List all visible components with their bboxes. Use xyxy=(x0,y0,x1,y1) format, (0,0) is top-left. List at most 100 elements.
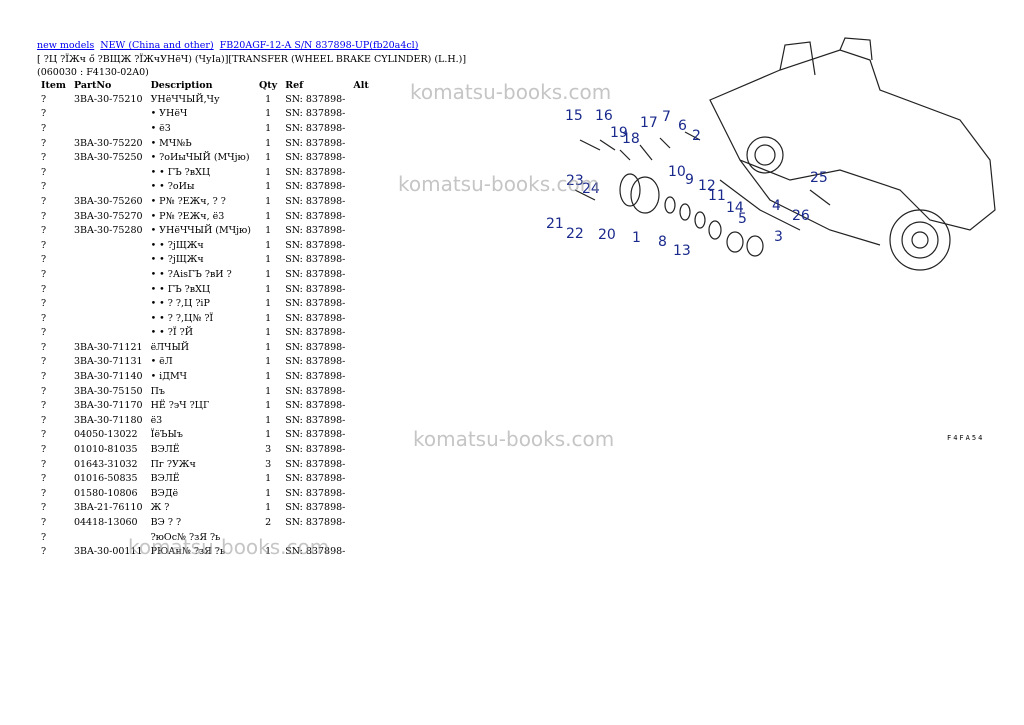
ref-cell: SN: 837898- xyxy=(285,473,346,485)
ref-cell: SN: 837898- xyxy=(285,152,346,164)
column-header-partno: PartNo xyxy=(73,80,112,91)
partno-cell: 3BA-30-71180 xyxy=(73,414,143,426)
item-cell: ? xyxy=(41,122,47,134)
qty-cell: 1 xyxy=(265,473,272,485)
callout-label: 23 xyxy=(566,173,584,189)
ref-cell: SN: 837898- xyxy=(285,254,346,266)
callout-label: 25 xyxy=(810,170,828,186)
column-header-ref: Ref xyxy=(285,80,304,91)
partno-cell: 04050-13022 xyxy=(73,429,138,441)
item-cell: ? xyxy=(41,254,47,266)
qty-cell: 1 xyxy=(265,414,272,426)
qty-cell: 1 xyxy=(265,283,272,295)
item-cell: ? xyxy=(41,458,47,470)
watermark: komatsu-books.com xyxy=(128,535,330,559)
alt-cell xyxy=(349,136,372,151)
partno-cell xyxy=(70,165,147,180)
callout-label: 10 xyxy=(668,164,686,180)
callout-label: 3 xyxy=(774,229,783,245)
alt-cell xyxy=(349,165,372,180)
ref-cell: SN: 837898- xyxy=(285,283,346,295)
callout-label: 6 xyxy=(678,118,687,134)
alt-cell xyxy=(349,223,372,238)
qty-cell: 1 xyxy=(265,546,272,558)
watermark: komatsu-books.com xyxy=(410,80,612,104)
qty-cell: 1 xyxy=(265,502,272,514)
description-cell: • УНёЧЧЫЙ (МЧјю) xyxy=(150,225,251,237)
description-cell: ВЭ ? ? xyxy=(150,517,182,529)
ref-cell: SN: 837898- xyxy=(285,93,346,105)
callout-label: 16 xyxy=(595,108,613,124)
callout-label: 7 xyxy=(662,109,671,125)
qty-cell: 1 xyxy=(265,195,272,207)
qty-cell: 1 xyxy=(265,210,272,222)
alt-cell xyxy=(349,238,372,253)
item-cell: ? xyxy=(41,239,47,251)
callout-label: 15 xyxy=(565,108,583,124)
ref-cell: SN: 837898- xyxy=(285,210,346,222)
breadcrumb-link-region[interactable]: NEW (China and other) xyxy=(100,40,214,51)
qty-cell: 1 xyxy=(265,268,272,280)
qty-cell: 1 xyxy=(265,137,272,149)
watermark: komatsu-books.com xyxy=(398,172,600,196)
partno-cell: 3BA-21-76110 xyxy=(73,502,143,514)
description-cell: • іДМЧ xyxy=(150,371,188,383)
description-cell: ё3 xyxy=(150,414,163,426)
qty-cell: 1 xyxy=(265,341,272,353)
qty-cell: 1 xyxy=(265,385,272,397)
item-cell: ? xyxy=(41,210,47,222)
breadcrumb-link-model[interactable]: FB20AGF-12-A S/N 837898-UP(fb20a4cl) xyxy=(219,40,419,51)
alt-cell xyxy=(349,209,372,224)
alt-cell xyxy=(349,340,372,355)
alt-cell xyxy=(349,355,372,370)
partno-cell: 3BA-30-75210 xyxy=(73,93,143,105)
breadcrumb-link-new-models[interactable]: new models xyxy=(37,40,95,51)
description-cell: • ?оИыЧЫЙ (МЧјю) xyxy=(150,152,250,164)
alt-cell xyxy=(349,501,372,516)
partno-cell xyxy=(70,267,147,282)
description-cell: Пг ?УЖч xyxy=(150,458,196,470)
alt-cell xyxy=(349,253,372,268)
ref-cell: SN: 837898- xyxy=(285,122,346,134)
description-cell: ВЭДё xyxy=(150,487,179,499)
callout-label: 8 xyxy=(658,234,667,250)
alt-cell xyxy=(349,296,372,311)
partno-cell: 01016-50835 xyxy=(73,473,138,485)
ref-cell: SN: 837898- xyxy=(285,444,346,456)
qty-cell: 1 xyxy=(265,122,272,134)
description-cell: УНёЧЧЫЙ,Чу xyxy=(150,93,220,105)
callout-label: 11 xyxy=(708,188,726,204)
description-cell: ВЭЛЁ xyxy=(150,473,180,485)
partno-cell: 01580-10806 xyxy=(73,487,138,499)
callout-label: 4 xyxy=(772,198,781,214)
alt-cell xyxy=(349,150,372,165)
item-cell: ? xyxy=(41,181,47,193)
item-cell: ? xyxy=(41,502,47,514)
ref-cell: SN: 837898- xyxy=(285,458,346,470)
description-cell: • УНёЧ xyxy=(150,108,188,120)
partno-cell: 3BA-30-75270 xyxy=(73,210,143,222)
ref-cell: SN: 837898- xyxy=(285,239,346,251)
ref-cell: SN: 837898- xyxy=(285,385,346,397)
watermark: komatsu-books.com xyxy=(413,427,615,451)
item-cell: ? xyxy=(41,93,47,105)
callout-label: 24 xyxy=(582,181,600,197)
item-cell: ? xyxy=(41,385,47,397)
ref-cell: SN: 837898- xyxy=(285,181,346,193)
description-cell: ЇёЪЫъ xyxy=(150,429,183,441)
ref-cell: SN: 837898- xyxy=(285,429,346,441)
ref-cell: SN: 837898- xyxy=(285,400,346,412)
